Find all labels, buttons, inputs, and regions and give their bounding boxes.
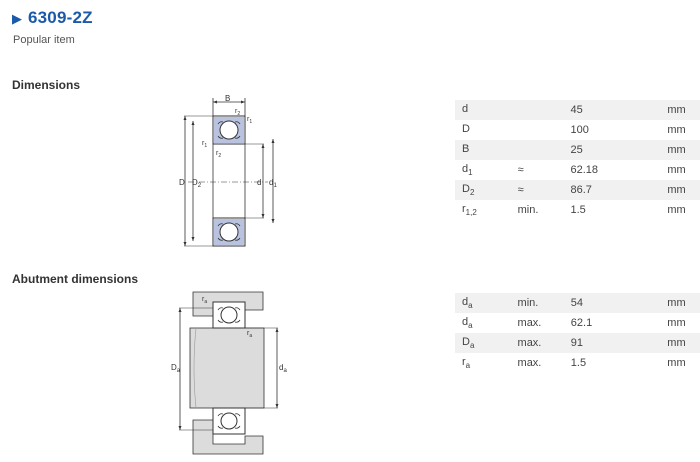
label-B: B	[225, 94, 230, 103]
dim-value: 62.18	[570, 164, 598, 176]
abut-qualifier: min.	[517, 297, 539, 309]
label-Da: D	[171, 363, 177, 372]
dim-qualifier: min.	[517, 204, 539, 216]
dim-unit: mm	[667, 184, 686, 196]
abut-qualifier: max.	[517, 337, 542, 349]
dim-symbol: D	[462, 122, 470, 135]
abut-value: 54	[570, 297, 584, 309]
label-r1-inner: r	[202, 140, 205, 147]
table-row: D2 ≈ 86.7 mm	[455, 180, 700, 200]
table-row: B 25 mm	[455, 140, 700, 160]
table-row: ra max. 1.5 mm	[455, 353, 700, 373]
svg-text:D2: D2	[192, 178, 202, 189]
dim-symbol: r1,2	[462, 202, 477, 218]
table-row: r1,2 min. 1.5 mm	[455, 200, 700, 220]
table-row: D 100 mm	[455, 120, 700, 140]
table-row: da max. 62.1 mm	[455, 313, 700, 333]
abut-symbol: ra	[462, 355, 471, 371]
abut-value: 91	[570, 337, 584, 349]
label-ra-inner: r	[247, 330, 250, 337]
abut-value: 1.5	[570, 357, 587, 369]
product-header: ▶ 6309-2Z Popular item	[12, 8, 93, 46]
dimensions-heading: Dimensions	[12, 78, 81, 92]
dim-unit: mm	[667, 164, 686, 176]
dim-qualifier: ≈	[517, 184, 524, 196]
abut-unit: mm	[667, 317, 686, 329]
abut-unit: mm	[667, 337, 686, 349]
bearing-dimensions-diagram: B r2 r1 r1 r2 D D2 d d1	[179, 94, 277, 247]
svg-text:d1: d1	[269, 178, 277, 189]
dim-value: 86.7	[570, 184, 592, 196]
abut-unit: mm	[667, 297, 686, 309]
dimensions-table: d 45 mm D 100 mm B 25 mm d1 ≈ 62.18 mm D…	[455, 100, 700, 220]
abut-unit: mm	[667, 357, 686, 369]
label-D2: D	[192, 178, 198, 187]
svg-text:r1: r1	[247, 116, 252, 125]
svg-text:Da: Da	[171, 363, 181, 374]
dim-value: 45	[570, 104, 583, 116]
svg-text:da: da	[279, 363, 287, 374]
table-row: d1 ≈ 62.18 mm	[455, 160, 700, 180]
label-da: d	[279, 363, 283, 372]
abut-value: 62.1	[570, 317, 593, 329]
dim-symbol: d1	[462, 162, 473, 178]
dim-value: 25	[570, 144, 583, 156]
dim-qualifier	[514, 100, 567, 120]
dim-unit: mm	[667, 204, 686, 216]
abut-symbol: da	[462, 295, 473, 311]
svg-text:r2: r2	[235, 108, 240, 117]
dim-unit: mm	[667, 124, 686, 136]
table-row: Da max. 91 mm	[455, 333, 700, 353]
dim-unit: mm	[667, 104, 686, 116]
dim-qualifier: ≈	[517, 164, 524, 176]
label-r2-top: r	[235, 108, 238, 115]
svg-text:ra: ra	[247, 330, 252, 339]
label-ra-top: r	[202, 296, 205, 303]
dim-value: 100	[570, 124, 589, 136]
svg-text:r2: r2	[216, 150, 221, 159]
label-d: d	[257, 178, 261, 187]
svg-text:r1: r1	[202, 140, 207, 149]
abut-symbol: Da	[462, 335, 475, 351]
abut-qualifier: max.	[517, 357, 542, 369]
abutment-heading: Abutment dimensions	[12, 272, 139, 286]
dim-symbol: D2	[462, 182, 475, 198]
dim-symbol: d	[462, 102, 469, 115]
label-r2-inner: r	[216, 150, 219, 157]
product-title: 6309-2Z	[28, 8, 93, 27]
label-d1: d	[269, 178, 273, 187]
triangle-right-icon: ▶	[12, 10, 22, 26]
abutment-dimensions-diagram: ra ra Da da	[171, 291, 287, 455]
abut-symbol: da	[462, 315, 473, 331]
abutment-table: da min. 54 mm da max. 62.1 mm Da max. 91…	[455, 293, 700, 373]
table-row: d 45 mm	[455, 100, 700, 120]
dim-qualifier	[514, 140, 567, 160]
dim-symbol: B	[462, 142, 470, 155]
dim-value: 1.5	[570, 204, 586, 216]
dim-unit: mm	[667, 144, 686, 156]
table-row: da min. 54 mm	[455, 293, 700, 313]
label-r1-top: r	[247, 116, 250, 123]
popular-item-label: Popular item	[13, 34, 75, 46]
svg-text:ra: ra	[202, 296, 207, 305]
label-D: D	[179, 178, 185, 187]
abut-qualifier: max.	[517, 317, 542, 329]
dim-qualifier	[514, 120, 567, 140]
